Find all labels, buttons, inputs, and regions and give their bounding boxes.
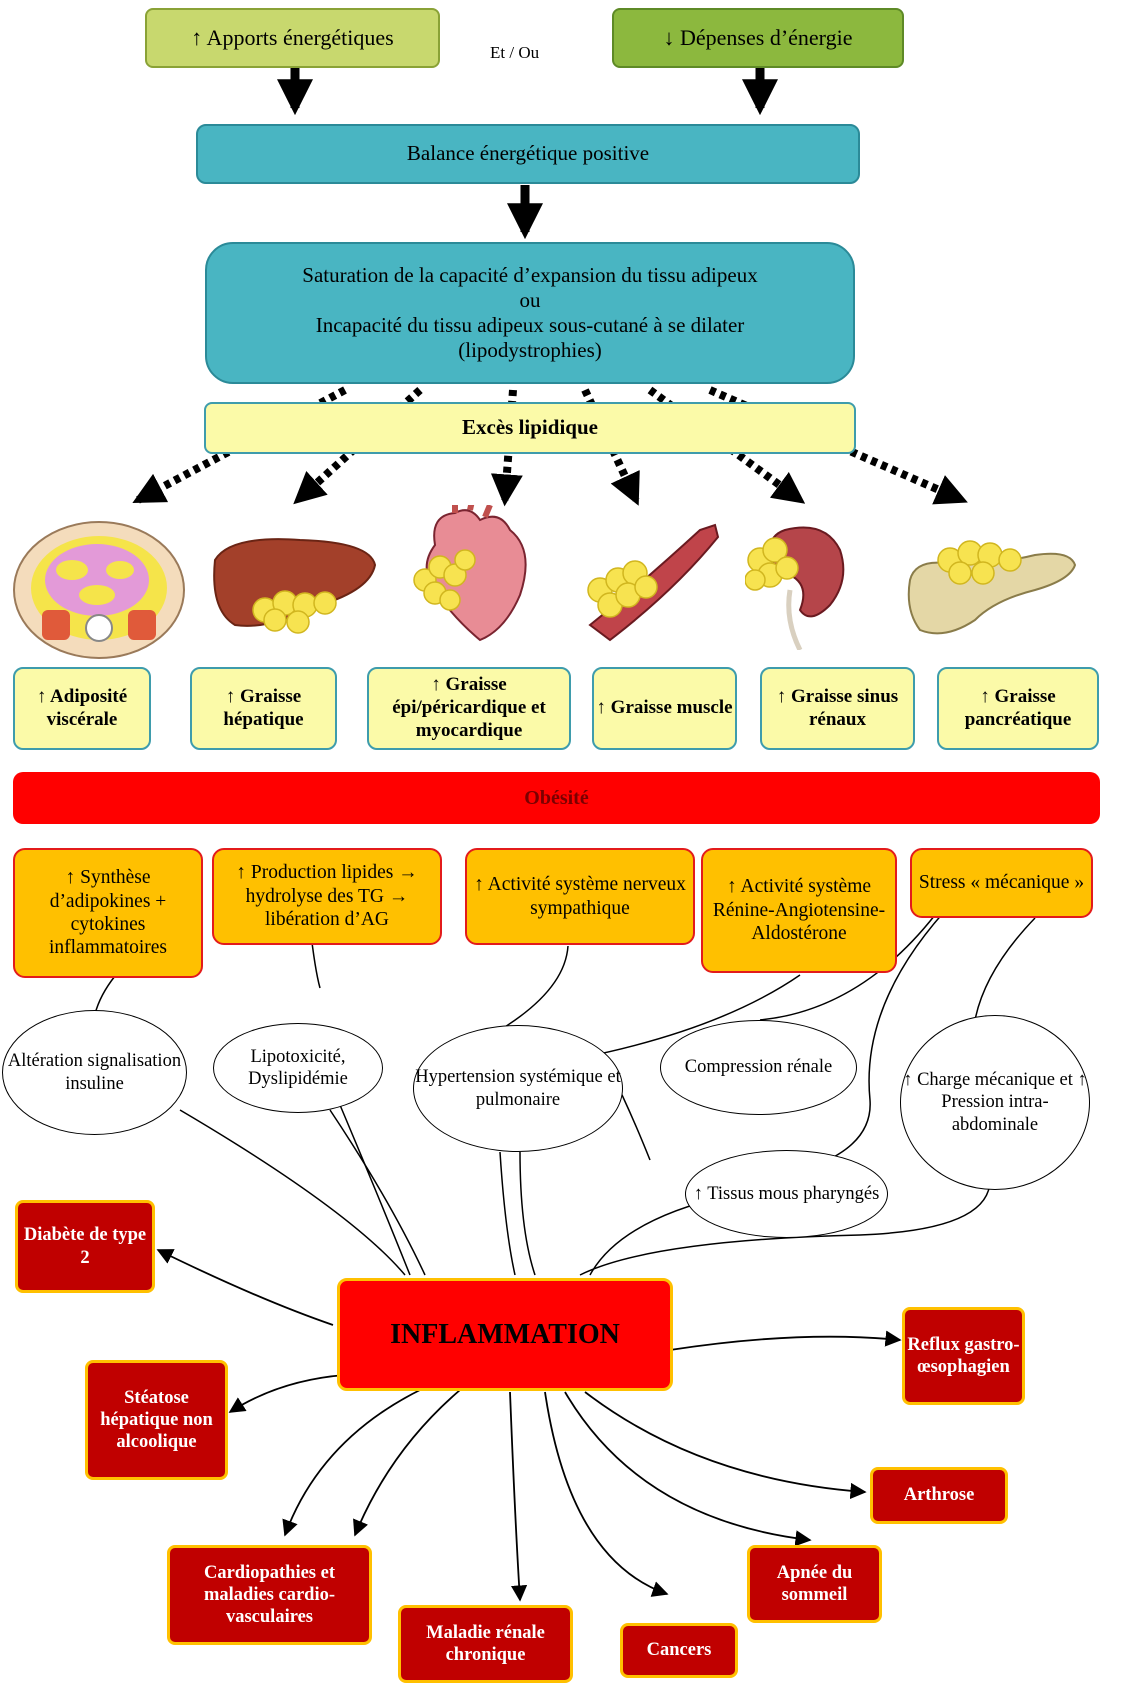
- outcome-maladie-renale-chronique: Maladie rénale chronique: [398, 1605, 573, 1683]
- fat-site-graisse-pancreatique: ↑ Graisse pancréatique: [937, 667, 1099, 750]
- pancreas-icon: [907, 540, 1077, 635]
- saturation-box: Saturation de la capacité d’expansion du…: [205, 242, 855, 384]
- mechanism-production-lipides: ↑ Production lipides → hydrolyse des TG …: [212, 848, 442, 945]
- effect-charge-mecanique: ↑ Charge mécanique et ↑ Pression intra-a…: [900, 1015, 1090, 1190]
- obesite-banner: Obésité: [13, 772, 1100, 824]
- thick-arrows: [277, 62, 778, 240]
- fat-site-adiposite-viscerale: ↑ Adiposité viscérale: [13, 667, 151, 750]
- mechanism-stress-mecanique: Stress « mécanique »: [910, 848, 1093, 918]
- effect-lipotoxicite: Lipotoxicité, Dyslipidémie: [213, 1023, 383, 1113]
- abdomen-cross-section-icon: [13, 521, 185, 659]
- fat-site-graisse-cardiaque: ↑ Graisse épi/péricardique et myocardiqu…: [367, 667, 571, 750]
- apports-energetiques-box: ↑ Apports énergétiques: [145, 8, 440, 68]
- balance-energetique-box: Balance énergétique positive: [196, 124, 860, 184]
- fat-site-graisse-muscle: ↑ Graisse muscle: [592, 667, 737, 750]
- exces-lipidique-box: Excès lipidique: [204, 402, 856, 454]
- outcome-apnee-du-sommeil: Apnée du sommeil: [747, 1545, 882, 1623]
- mechanism-adipokines: ↑ Synthèse d’adipokines + cytokines infl…: [13, 848, 203, 978]
- outcome-diabete-type-2: Diabète de type 2: [15, 1200, 155, 1293]
- liver-icon: [213, 538, 377, 634]
- kidney-icon: [745, 526, 845, 650]
- outcome-reflux-gastro-oesophagien: Reflux gastro-œsophagien: [902, 1307, 1025, 1405]
- fat-site-graisse-sinus-renaux: ↑ Graisse sinus rénaux: [760, 667, 915, 750]
- outcome-cancers: Cancers: [620, 1623, 738, 1678]
- effect-hypertension: Hypertension systémique et pulmonaire: [413, 1025, 623, 1152]
- mechanism-systeme-sympathique: ↑ Activité système nerveux sympathique: [465, 848, 695, 945]
- depenses-energie-box: ↓ Dépenses d’énergie: [612, 8, 904, 68]
- outcome-arthrose: Arthrose: [870, 1467, 1008, 1524]
- effect-compression-renale: Compression rénale: [660, 1020, 857, 1115]
- effect-alteration-insuline: Altération signalisation insuline: [2, 1010, 187, 1135]
- mechanism-renine-angiotensine: ↑ Activité système Rénine-Angiotensine-A…: [701, 848, 897, 973]
- fat-site-graisse-hepatique: ↑ Graisse hépatique: [190, 667, 337, 750]
- muscle-icon: [587, 523, 720, 642]
- inflammation-box: INFLAMMATION: [337, 1278, 673, 1391]
- effect-tissus-mous-pharynges: ↑ Tissus mous pharyngés: [685, 1150, 888, 1238]
- et-ou-label: Et / Ou: [490, 43, 540, 62]
- heart-icon: [413, 505, 527, 642]
- outcome-arrows: [156, 1249, 902, 1602]
- outcome-cardiopathies: Cardiopathies et maladies cardio-vascula…: [167, 1545, 372, 1645]
- outcome-steatose-hepatique: Stéatose hépatique non alcoolique: [85, 1360, 228, 1480]
